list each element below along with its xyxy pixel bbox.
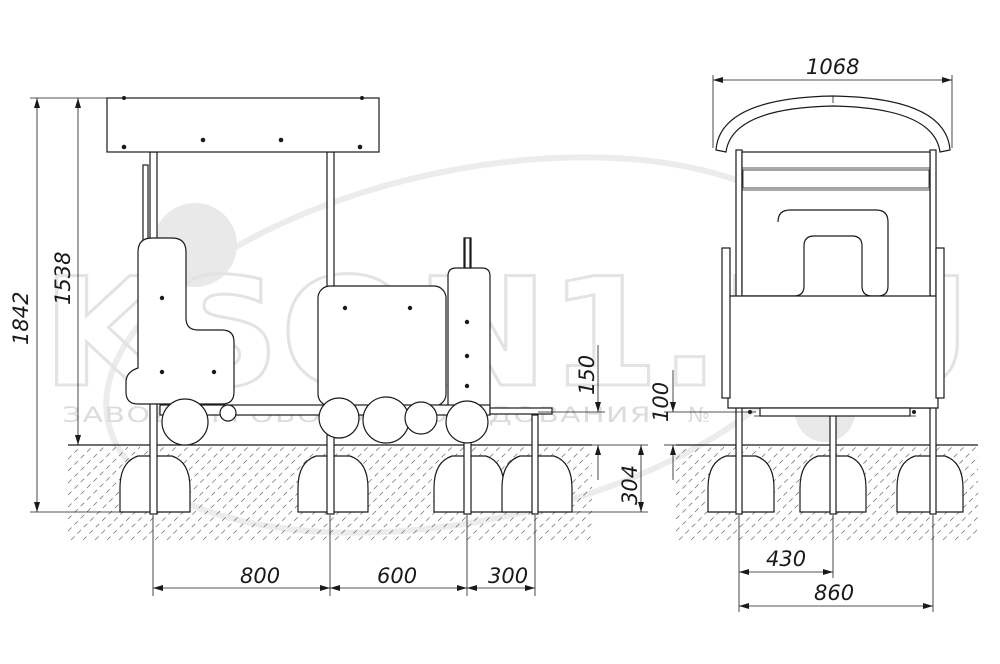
- side-wheels: [161, 396, 489, 446]
- dim-foundation-depth: 304: [538, 444, 648, 513]
- front-cabin: [721, 151, 945, 414]
- dim-seat-height: 100: [649, 370, 756, 480]
- dim-post-spacing-label: 430: [766, 547, 806, 571]
- dim-base-width: 860: [739, 515, 934, 612]
- side-roof: [106, 96, 380, 153]
- side-footings: [119, 455, 573, 513]
- dim-spacing-2-label: 600: [377, 564, 417, 588]
- dim-roof-width: 1068: [712, 55, 953, 148]
- dim-post-spacing: 430: [738, 515, 834, 612]
- dim-base-width-label: 860: [814, 581, 854, 605]
- side-cabin-panel: [125, 237, 235, 405]
- dim-step-height: 150: [538, 345, 605, 480]
- dim-horizontal-chain: 800 600 300: [152, 515, 536, 596]
- dim-spacing-1-label: 800: [240, 564, 280, 588]
- dim-total-height-label: 1842: [9, 292, 33, 345]
- dim-foundation-depth-label: 304: [618, 465, 642, 505]
- dim-frame-height-label: 1538: [51, 252, 75, 305]
- front-view: 1068 100 430 860: [649, 55, 979, 612]
- side-carriage: [317, 285, 447, 407]
- dim-roof-width-label: 1068: [806, 55, 859, 79]
- front-roof: [715, 95, 951, 153]
- dim-frame-height: 1538: [51, 98, 81, 445]
- dim-seat-height-label: 100: [649, 382, 673, 422]
- dim-spacing-3-label: 300: [488, 564, 528, 588]
- front-seat: [754, 407, 916, 417]
- side-view: 1842 1538 150 304: [9, 96, 648, 596]
- dim-step-height-label: 150: [575, 355, 599, 395]
- watermark-number-sign: №: [688, 403, 711, 427]
- dim-total-height: 1842: [9, 97, 120, 513]
